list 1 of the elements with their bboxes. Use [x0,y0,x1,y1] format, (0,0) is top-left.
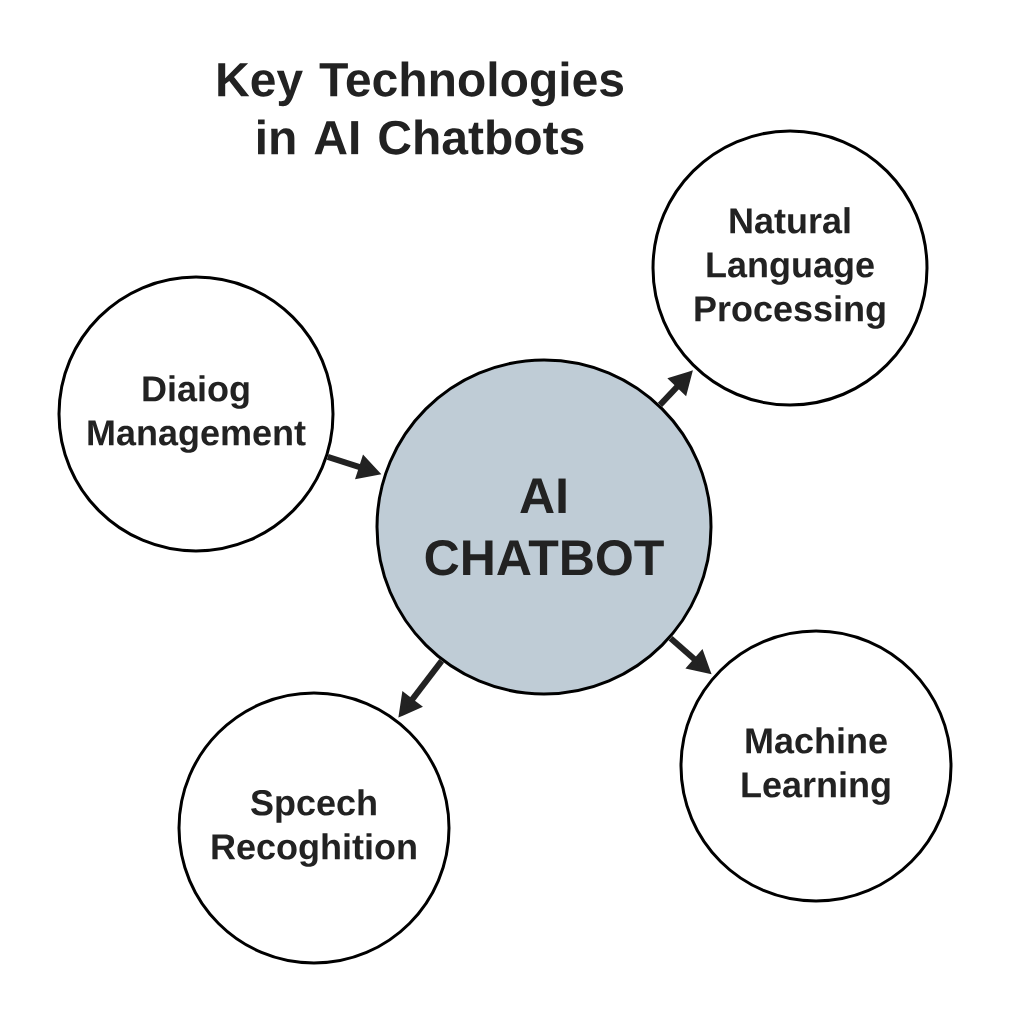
title: Key Technologies in AI Chatbots [218,61,623,155]
